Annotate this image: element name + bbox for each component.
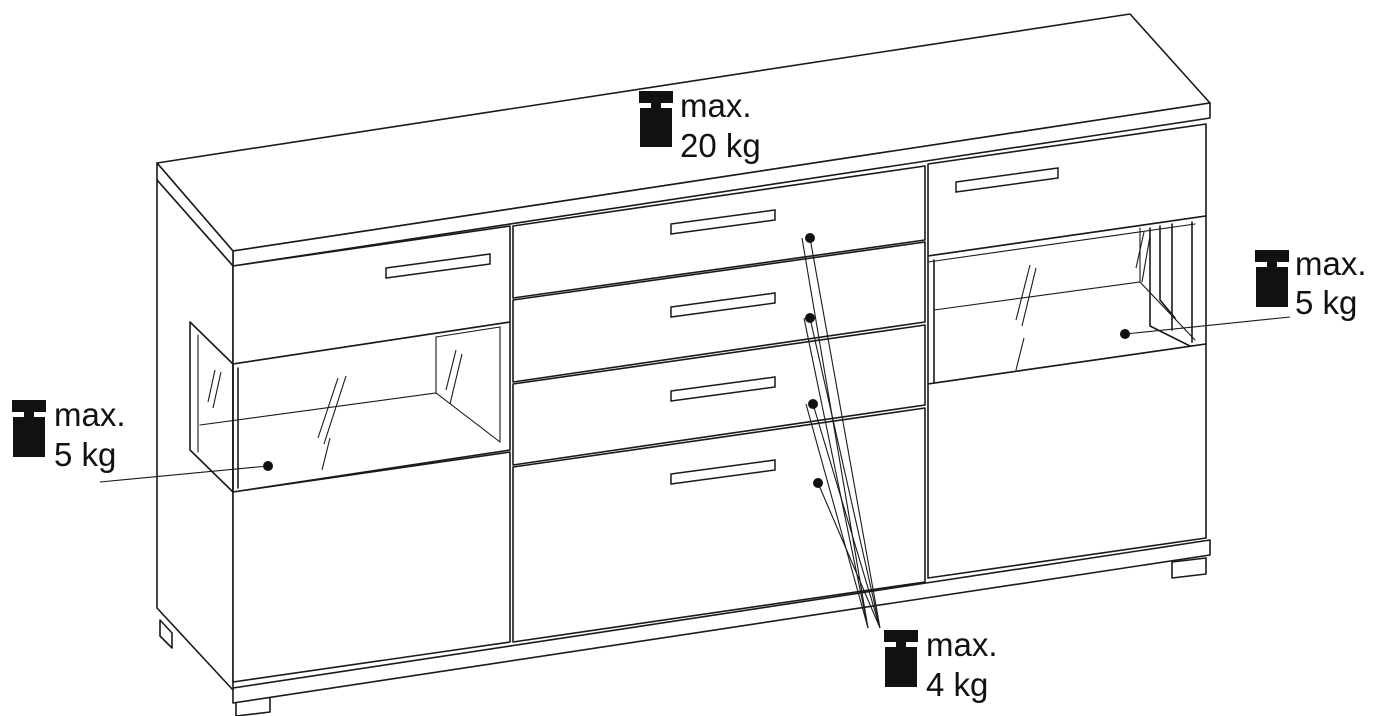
label-right-line1: max.	[1295, 245, 1367, 282]
label-drawers-line1: max.	[926, 626, 998, 663]
left-drawer-handle	[385, 253, 491, 279]
center-drawer-4	[512, 407, 926, 643]
right-lower-door	[927, 343, 1207, 579]
center-drawer-1-handle	[670, 209, 776, 235]
label-top-line2: 20 kg	[680, 127, 761, 164]
load-point-left-shelf	[263, 461, 273, 471]
label-left-line2: 5 kg	[54, 436, 116, 473]
label-left-load: max. 5 kg	[54, 396, 126, 473]
right-glass-shelf	[927, 215, 1207, 385]
label-top-load: max. 20 kg	[680, 87, 761, 164]
weight-icon	[12, 400, 46, 457]
label-drawers-load: max. 4 kg	[926, 626, 998, 703]
right-foot	[1171, 557, 1207, 579]
weight-icon	[1255, 250, 1289, 307]
right-drawer-handle	[955, 167, 1059, 193]
load-point-drawer-4	[813, 478, 823, 488]
left-glass-shelf	[189, 321, 511, 493]
load-points	[263, 233, 1130, 488]
load-point-drawer-1	[805, 233, 815, 243]
center-drawer-3-handle	[670, 376, 776, 402]
label-right-load: max. 5 kg	[1295, 245, 1367, 321]
load-point-drawer-2	[805, 313, 815, 323]
weight-icon	[639, 91, 673, 147]
load-point-right-shelf	[1120, 329, 1130, 339]
cabinet-plinth	[232, 539, 1211, 704]
label-left-line1: max.	[54, 396, 126, 433]
sideboard-cabinet	[156, 13, 1211, 716]
left-foot	[159, 619, 173, 649]
left-lower-door	[232, 451, 511, 683]
center-drawer-4-handle	[670, 459, 776, 485]
center-drawer-2-handle	[670, 292, 776, 318]
center-drawer-1	[512, 165, 926, 299]
cabinet-left-side	[156, 179, 234, 691]
label-drawers-line2: 4 kg	[926, 666, 988, 703]
load-point-drawer-3	[808, 399, 818, 409]
weight-icon	[884, 630, 918, 687]
label-top-line1: max.	[680, 87, 752, 124]
label-right-line2: 5 kg	[1295, 284, 1357, 321]
center-drawer-2	[512, 241, 926, 383]
leader-lines	[99, 237, 1291, 629]
